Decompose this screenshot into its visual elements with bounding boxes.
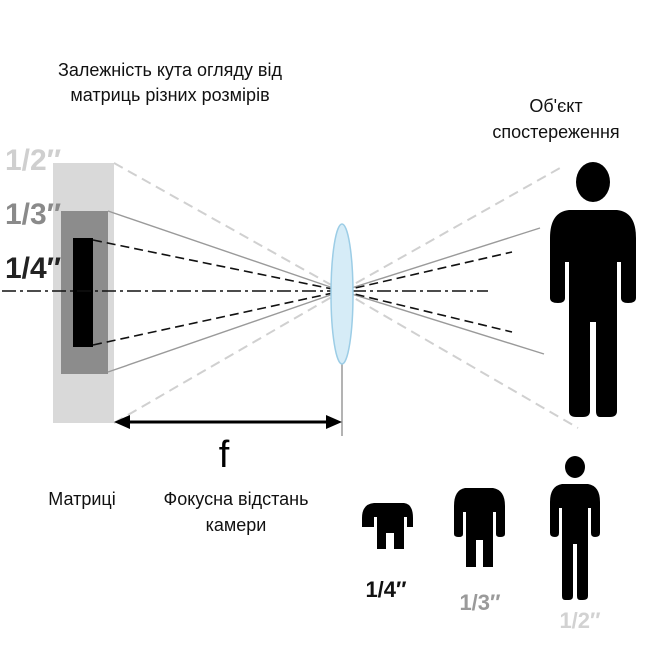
focal-distance-label-line2: камери: [206, 515, 267, 535]
person-icon: [550, 162, 636, 417]
focal-length-arrow: [114, 415, 342, 429]
sensor-quarter-inch: [73, 238, 93, 347]
focal-distance-label-line1: Фокусна відстань: [164, 489, 309, 509]
diagram-title-line1: Залежність кута огляду від: [58, 60, 282, 80]
matrices-label: Матриці: [48, 489, 115, 509]
object-label-line2: спостереження: [492, 122, 619, 142]
rays-third-inch: [107, 210, 545, 373]
diagram-title-line2: матриць різних розмірів: [70, 85, 269, 105]
figure-third-inch-icon: [454, 488, 505, 567]
object-label-line1: Об'єкт: [529, 96, 582, 116]
sensor-label-third: 1/3″: [5, 198, 61, 231]
sensor-label-half: 1/2″: [5, 144, 61, 177]
rays-quarter-inch: [92, 239, 513, 346]
rays-half-inch: [113, 162, 579, 429]
figure-quarter-inch-icon: [362, 503, 413, 549]
figure-label-quarter: 1/4″: [365, 577, 407, 602]
camera-lens: [330, 223, 354, 365]
sensor-label-quarter: 1/4″: [5, 252, 61, 285]
figure-half-inch-icon: [550, 456, 600, 600]
figure-label-half: 1/2″: [559, 608, 601, 633]
focal-length-symbol: f: [219, 434, 230, 476]
figure-label-third: 1/3″: [459, 590, 501, 615]
